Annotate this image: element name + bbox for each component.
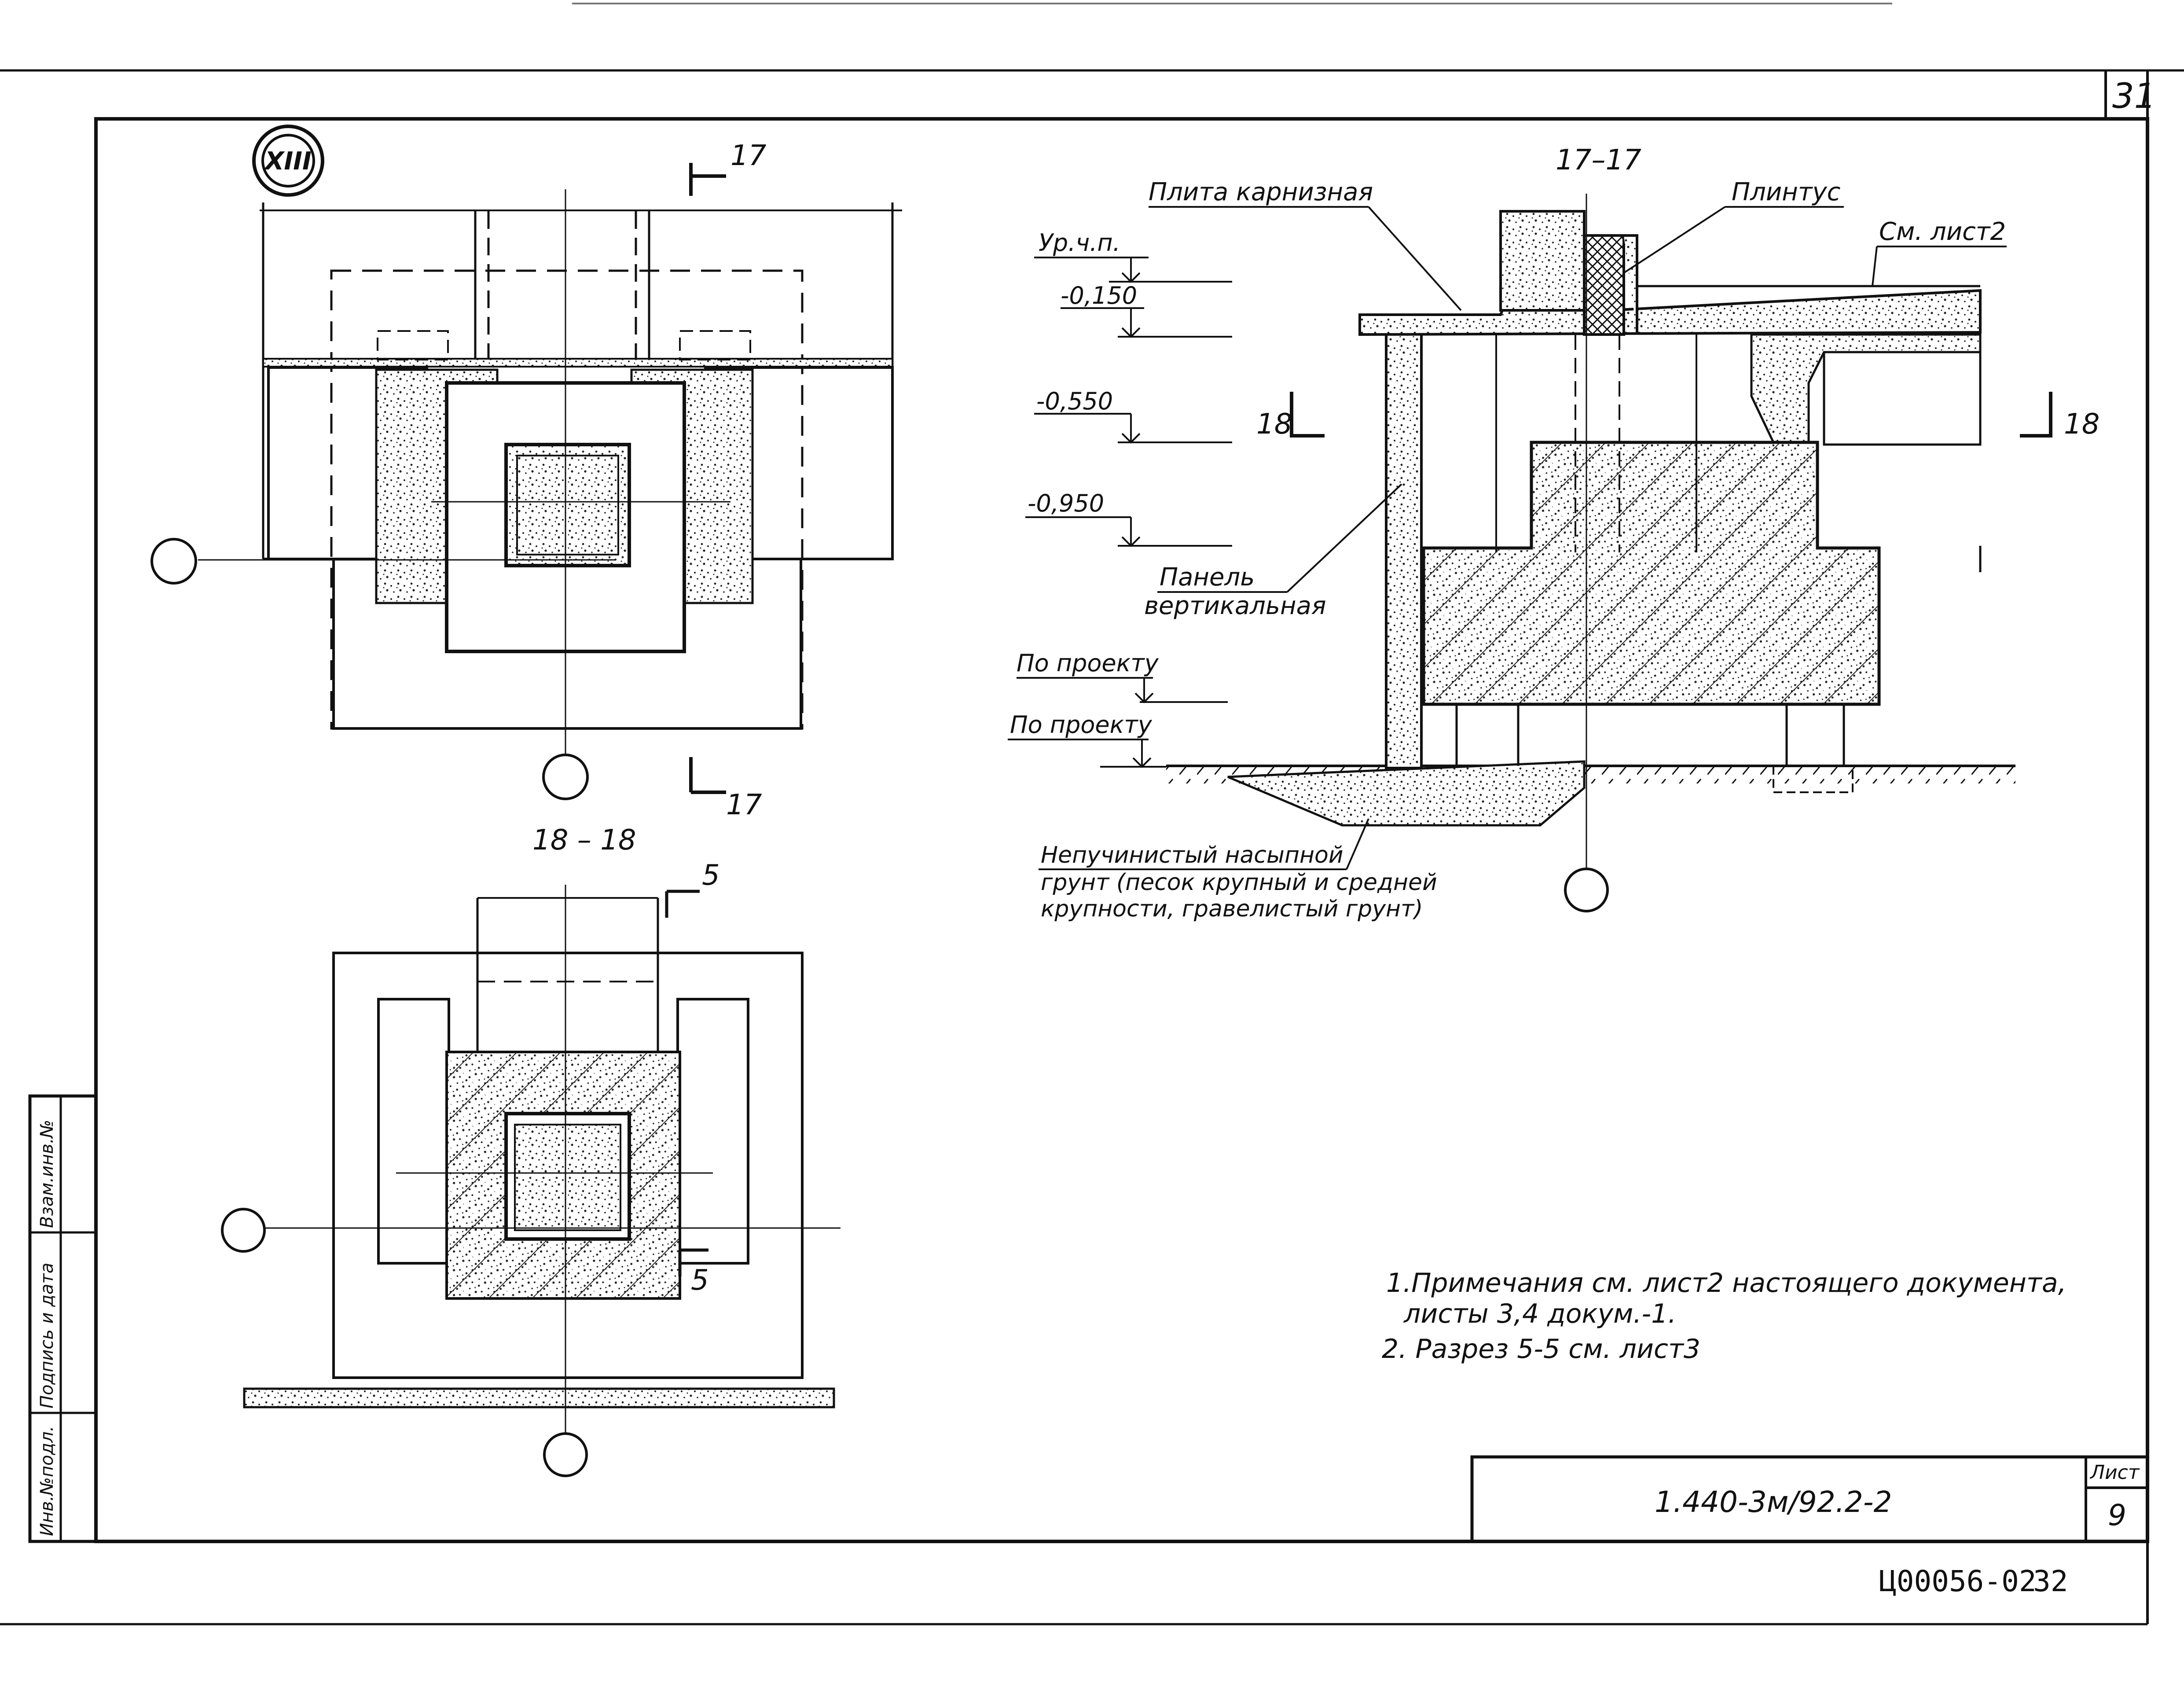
section-18-title: 18 – 18 <box>532 824 636 857</box>
label-panel-1: Панель <box>1160 563 1255 592</box>
label-see-sheet-2: См. лист2 <box>1879 217 2006 246</box>
section-18-18: 18 – 18 5 5 <box>221 824 841 1477</box>
detail-marker: XIII <box>252 125 324 197</box>
sheet-number: 9 <box>2108 1498 2126 1532</box>
document-code: 1.440-3м/92.2-2 <box>1655 1485 1892 1519</box>
detail-marker-label: XIII <box>264 147 312 176</box>
section-17-cut-18-right: 18 <box>2064 408 2100 441</box>
note-2: 2. Разрез 5-5 см. лист3 <box>1382 1334 1700 1364</box>
section-17-17: 17–17 18 <box>1039 144 2100 922</box>
label-plinth: Плинтус <box>1732 178 1841 206</box>
level-marks: Ур.ч.п. -0,150 -0,550 -0,950 По проекту … <box>1008 229 1232 768</box>
section-18-cut-5-top: 5 <box>702 859 720 892</box>
level-minus-0150: -0,150 <box>1061 282 1137 309</box>
side-stamp: Инв.№подл. Подпись и дата Взам.инв.№ <box>28 1094 98 1543</box>
plan-view: 17 17 <box>150 140 902 821</box>
label-panel-2: вертикальная <box>1144 592 1326 620</box>
section-18-cut-5-bottom: 5 <box>691 1264 709 1297</box>
plan-cut-17-bottom: 17 <box>726 789 762 821</box>
stamp-sign-date: Подпись и дата <box>37 1263 57 1409</box>
label-soil-1: Непучинистый насыпной <box>1041 842 1343 868</box>
note-1a: 1.Примечания см. лист2 настоящего докуме… <box>1386 1268 2067 1298</box>
plan-cut-17-top: 17 <box>730 140 767 172</box>
sheet-frame <box>0 3 2184 1625</box>
title-block: 1.440-3м/92.2-2 Лист 9 <box>1470 1455 2149 1543</box>
section-17-cut-18-left: 18 <box>1256 408 1292 441</box>
note-1b: листы 3,4 докум.-1. <box>1403 1298 1676 1329</box>
archive-page: 32 <box>2033 1564 2068 1598</box>
notes: 1.Примечания см. лист2 настоящего докуме… <box>1382 1268 2067 1364</box>
level-floor: Ур.ч.п. <box>1039 229 1120 257</box>
level-per-project-2: По проекту <box>1010 711 1153 739</box>
stamp-inv-no: Инв.№подл. <box>37 1426 57 1536</box>
corner-sheet-number: 31 <box>2112 77 2156 116</box>
level-minus-0550: -0,550 <box>1036 387 1113 415</box>
sheet-label: Лист <box>2089 1461 2140 1484</box>
level-per-project-1: По проекту <box>1017 649 1159 677</box>
label-soil-2: грунт (песок крупный и средней <box>1041 869 1437 896</box>
level-minus-0950: -0,950 <box>1028 489 1104 517</box>
section-17-title: 17–17 <box>1556 144 1641 177</box>
archive-code: Ц00056-02 <box>1879 1564 2037 1598</box>
label-soil-3: крупности, гравелистый грунт) <box>1041 896 1423 922</box>
stamp-replace-inv: Взам.инв.№ <box>37 1120 57 1228</box>
label-cornice-slab: Плита карнизная <box>1149 178 1373 206</box>
